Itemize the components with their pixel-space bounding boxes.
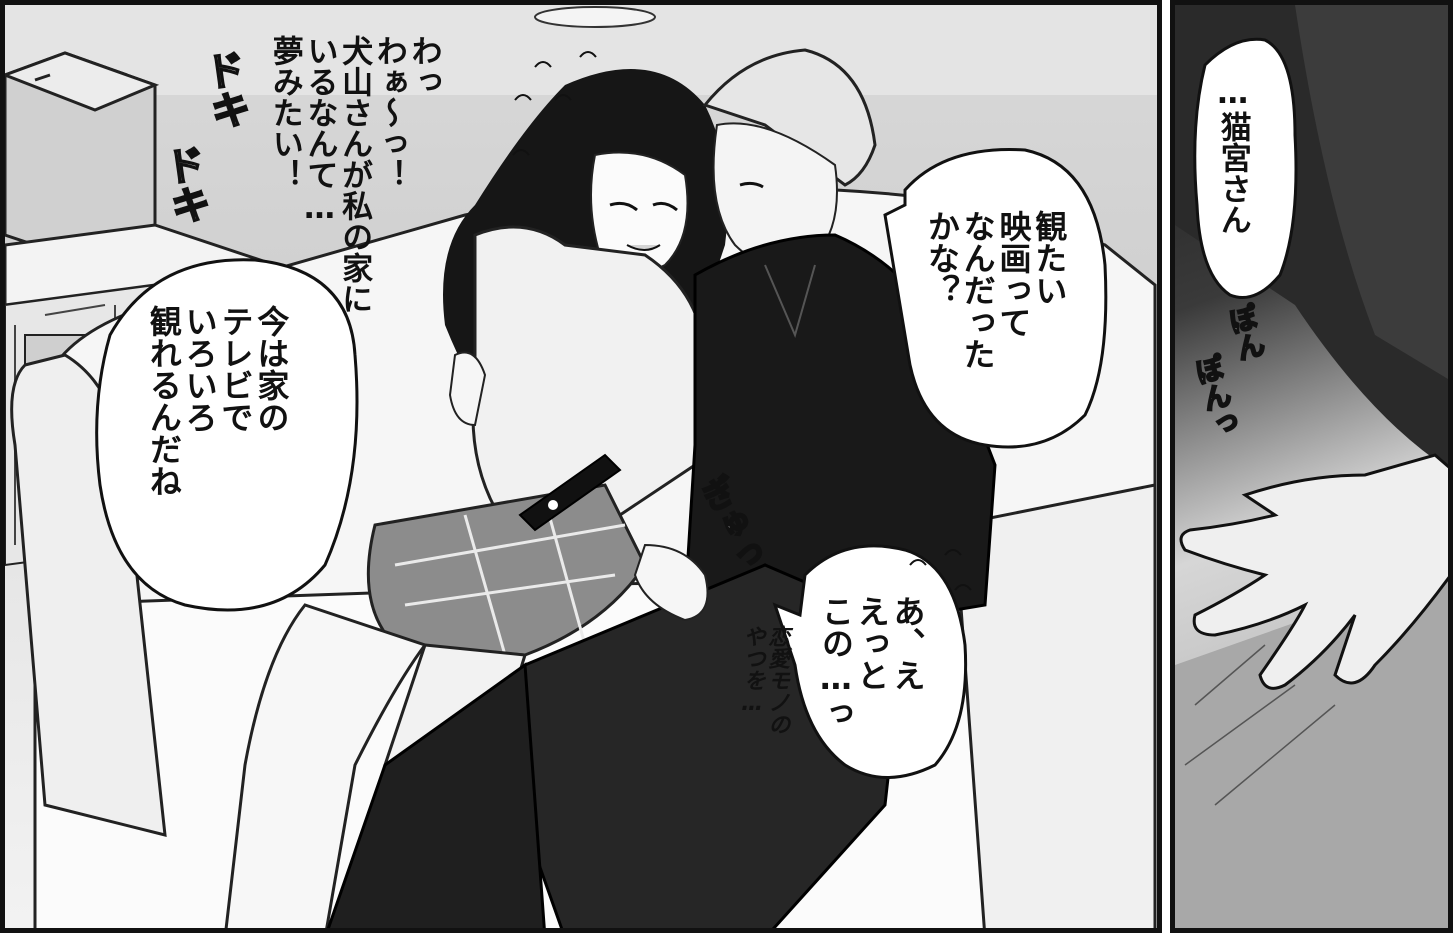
- right-panel-art: [1175, 5, 1448, 928]
- woman-reply-text: あ、え えっと この…っ: [816, 595, 927, 729]
- right-bubble-text: …猫宮さん: [1214, 75, 1251, 235]
- woman-thought-text: わっ わぁ〜っ！ 犬山さんが私の家に いるなんて… 夢みたい！: [266, 35, 442, 314]
- woman-reply-bubble-shape: [772, 544, 968, 779]
- man-bubble-text: 観たい 映画って なんだった かな？: [922, 210, 1069, 370]
- left-panel: 今は家の テレビで いろいろ 観れるんだね わっ わぁ〜っ！ 犬山さんが私の家に…: [0, 0, 1162, 933]
- left-panel-art: [5, 5, 1157, 928]
- hand-drawing: [1179, 453, 1448, 690]
- man-bubble-shape: [883, 148, 1108, 449]
- man-figure: [326, 48, 997, 928]
- right-bubble-shape: [1193, 37, 1298, 299]
- sfx-doki-2: ドキ: [155, 141, 214, 229]
- right-panel: …猫宮さん ぽん ぽんっ: [1170, 0, 1453, 933]
- sfx-doki-1: ドキ: [195, 46, 254, 134]
- rice-cooker: [5, 51, 160, 257]
- left-bubble-text: 今は家の テレビで いろいろ 観れるんだね: [144, 305, 291, 497]
- woman-whisper-text: 恋愛モノの やつを…: [739, 625, 790, 735]
- left-bubble-shape: [95, 258, 359, 612]
- nervous-marks: [512, 51, 972, 591]
